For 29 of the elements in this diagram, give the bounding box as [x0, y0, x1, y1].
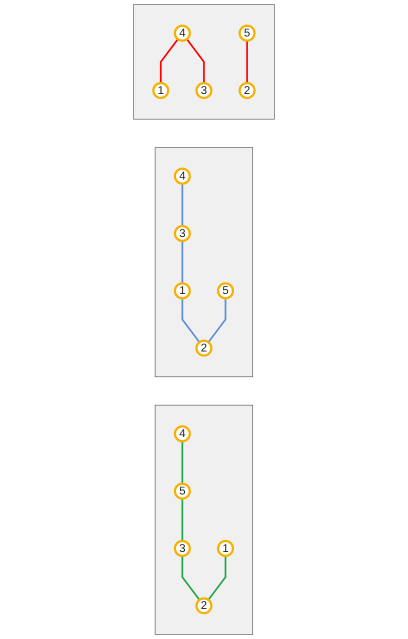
node-circle: 1: [217, 540, 234, 557]
connector: [182, 240, 184, 284]
node-circle: 3: [174, 540, 191, 557]
connector: [208, 298, 226, 343]
node-circle: 1: [174, 282, 191, 300]
node-circle: 4: [174, 425, 191, 442]
cluster: [154, 147, 254, 378]
node-circle: 2: [195, 597, 213, 614]
node-circle: 3: [174, 224, 191, 242]
connector: [182, 298, 200, 343]
connector: [208, 556, 226, 600]
connector: [182, 441, 184, 484]
node-circle: 5: [217, 282, 234, 300]
node-circle: 5: [238, 24, 256, 42]
connector: [182, 556, 200, 600]
node-circle: 2: [238, 82, 256, 100]
connector: [160, 38, 179, 84]
connector: [182, 184, 184, 226]
node-circle: 4: [174, 24, 191, 42]
node-circle: 2: [195, 340, 213, 357]
cluster: [154, 404, 254, 635]
node-circle: 1: [152, 82, 170, 100]
connector: [246, 40, 248, 84]
cluster: [133, 4, 275, 120]
node-circle: 3: [195, 82, 213, 100]
node-circle: 5: [174, 482, 191, 500]
connector: [186, 38, 205, 84]
node-circle: 4: [174, 168, 191, 185]
connector: [182, 498, 184, 542]
